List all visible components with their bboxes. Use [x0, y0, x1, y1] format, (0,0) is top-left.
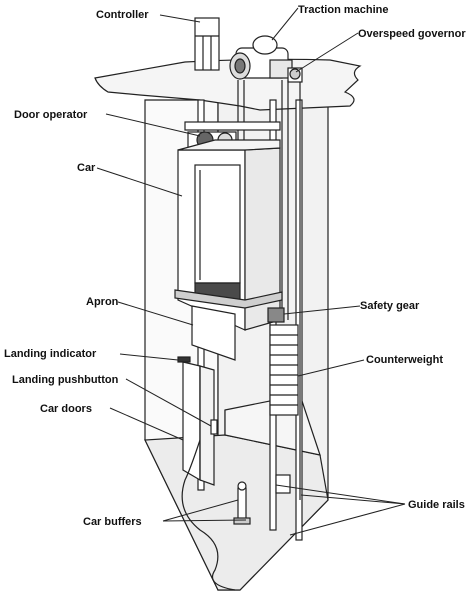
label-counterweight: Counterweight	[366, 354, 443, 366]
label-door-operator: Door operator	[14, 109, 88, 121]
label-controller: Controller	[96, 9, 149, 21]
label-overspeed-governor: Overspeed governor	[358, 28, 466, 40]
label-landing-indicator: Landing indicator	[4, 348, 97, 360]
elevator-car	[174, 139, 283, 331]
landing-pushbutton	[210, 419, 218, 435]
labels: Controller Traction machine Overspeed go…	[4, 4, 466, 528]
travelling-cable	[181, 439, 236, 591]
apron	[191, 305, 236, 361]
counterweight	[269, 324, 299, 416]
car-buffers	[233, 474, 291, 525]
hoist-ropes	[237, 80, 289, 320]
overspeed-governor	[287, 67, 303, 83]
traction-machine	[229, 35, 293, 80]
car-platform	[174, 289, 283, 309]
label-car-doors: Car doors	[40, 403, 92, 415]
car-top	[177, 139, 281, 151]
leader-lines	[96, 7, 406, 536]
label-guide-rails: Guide rails	[408, 499, 465, 511]
label-car: Car	[77, 162, 96, 174]
landing-doors	[182, 361, 215, 486]
landing-indicator	[177, 356, 191, 363]
label-car-buffers: Car buffers	[83, 516, 142, 528]
label-apron: Apron	[86, 296, 119, 308]
label-traction-machine: Traction machine	[298, 4, 388, 16]
controller-cabinet	[194, 17, 220, 71]
label-landing-pushbutton: Landing pushbutton	[12, 374, 119, 386]
safety-gear	[267, 307, 285, 323]
machine-room-floor	[94, 58, 362, 111]
label-safety-gear: Safety gear	[360, 300, 420, 312]
car-door-opening	[194, 164, 241, 284]
